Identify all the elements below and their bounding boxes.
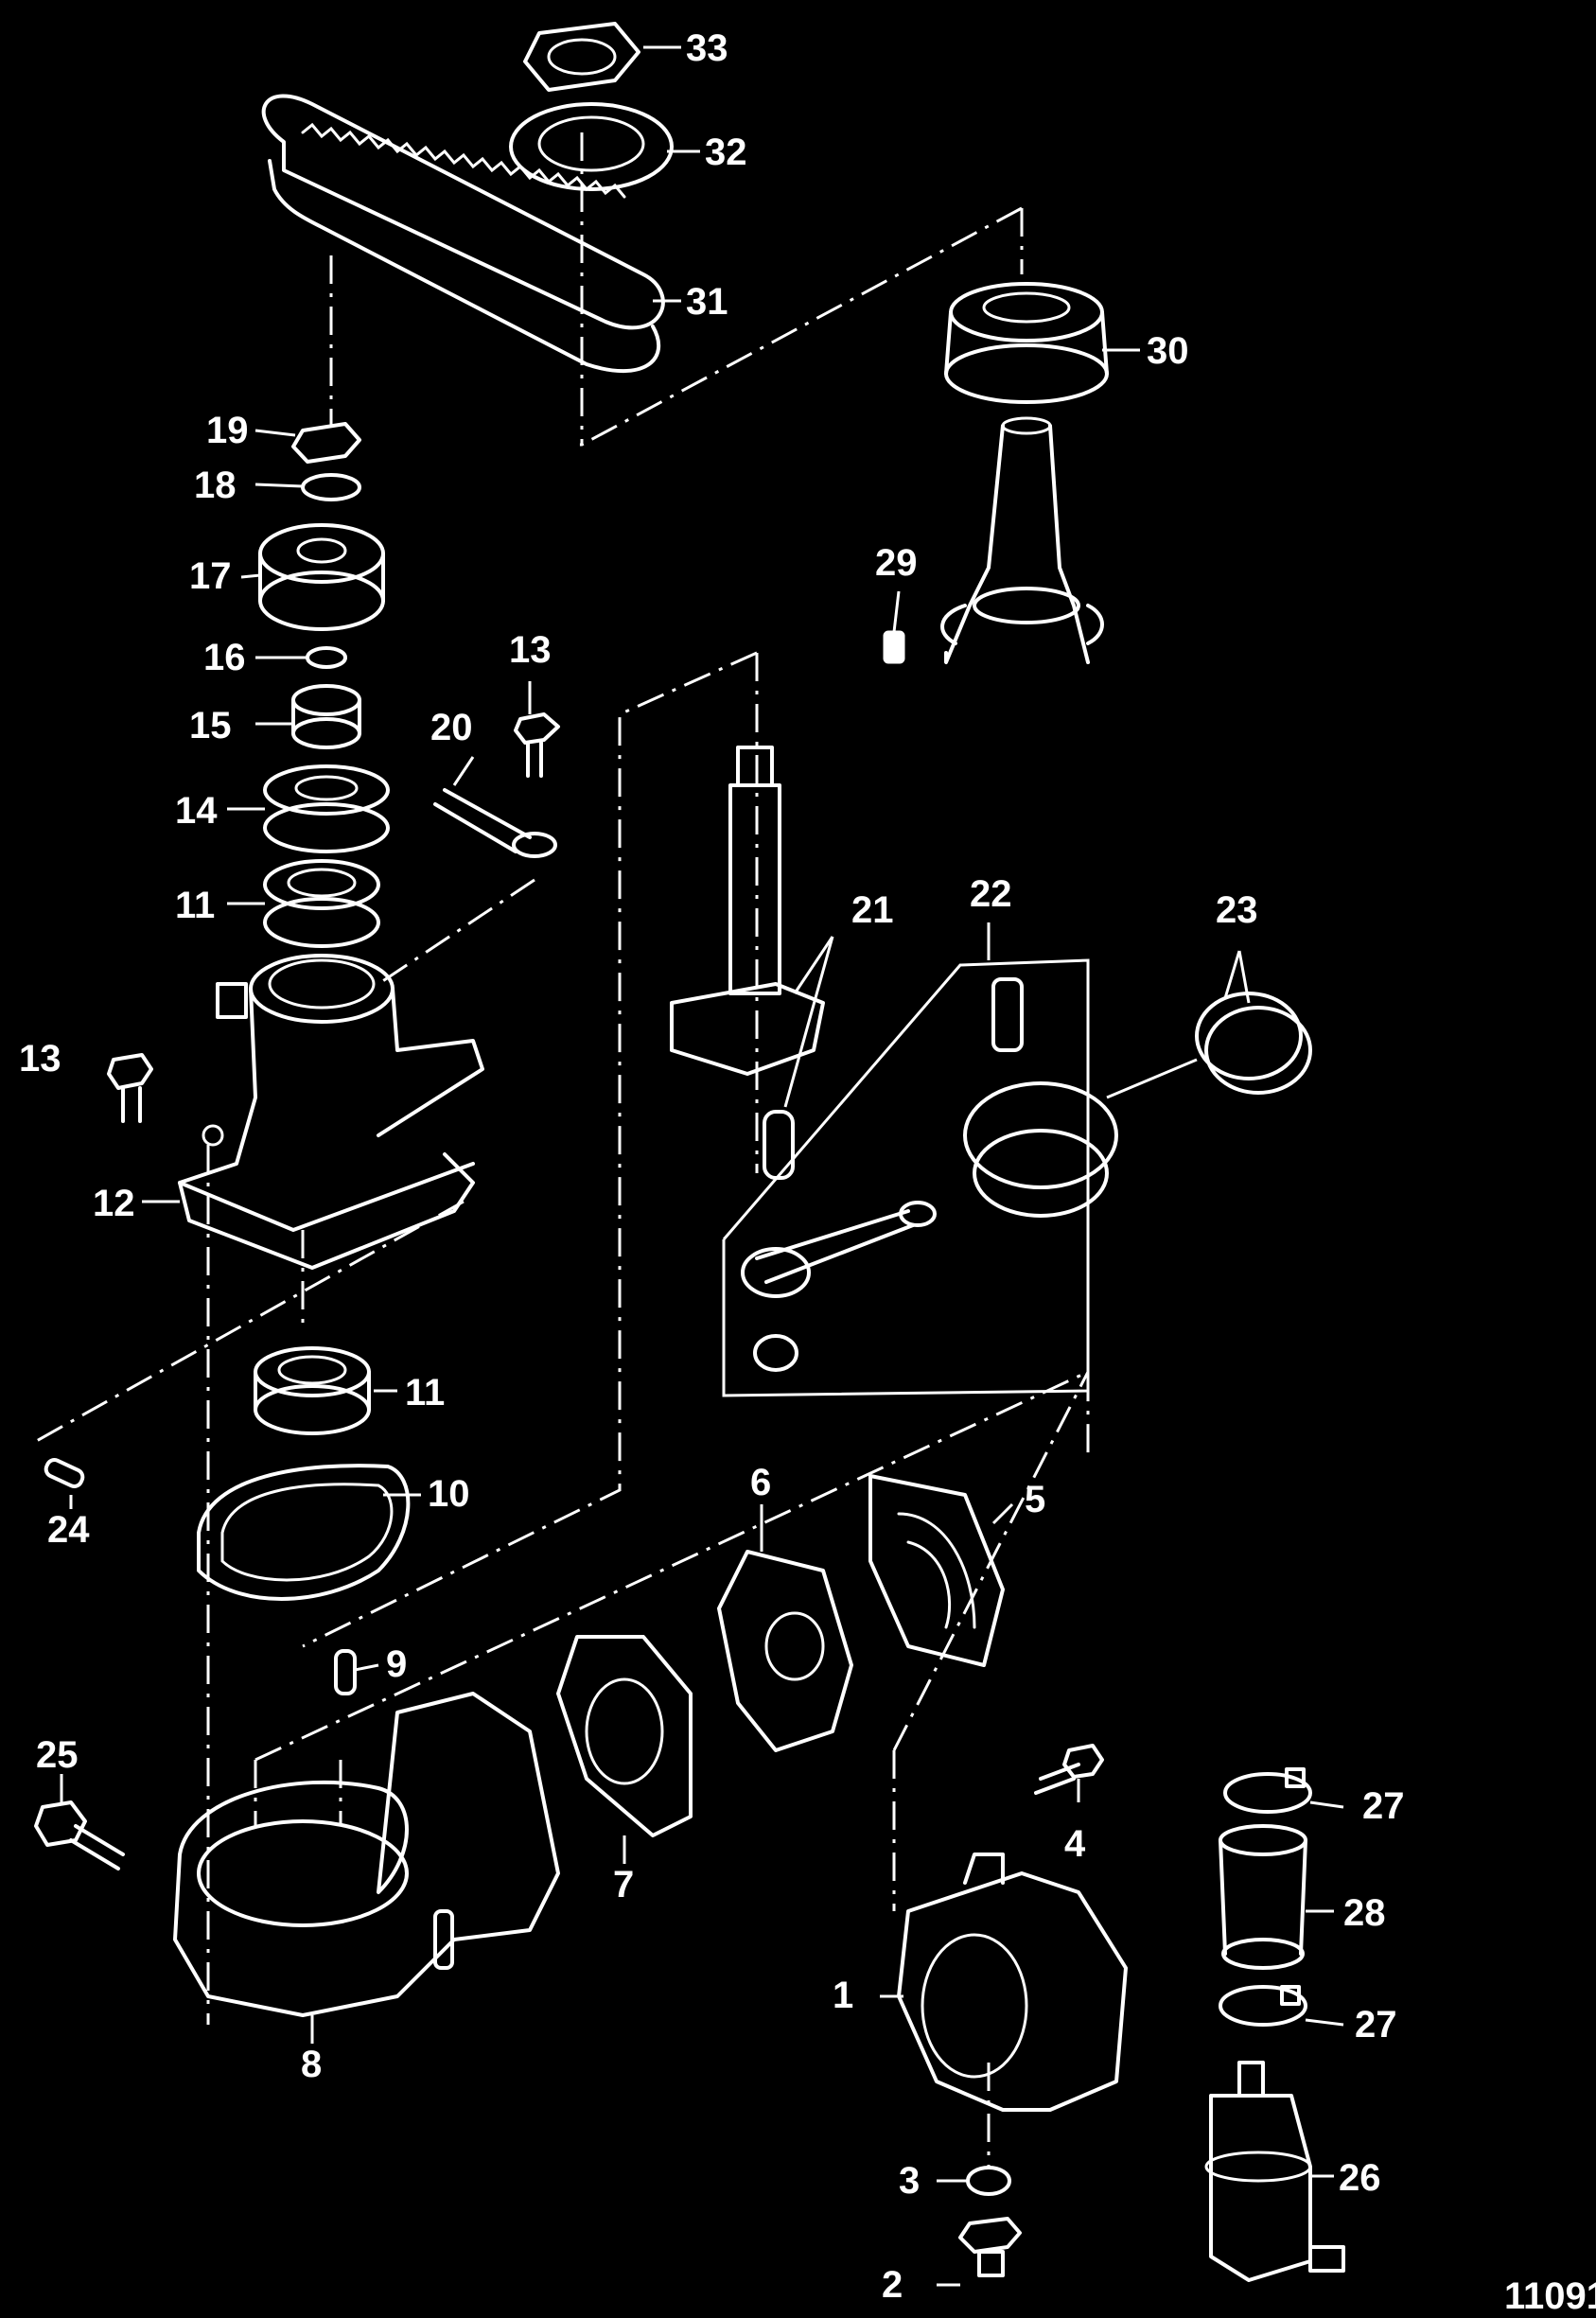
callout-21: 21: [851, 889, 894, 931]
part-4-bolt: [1034, 1744, 1104, 1795]
callout-16: 16: [203, 637, 246, 678]
part-1-pump-body: [897, 1853, 1128, 2112]
part-32-washer: [509, 102, 674, 191]
part-12-housing: [178, 954, 484, 1270]
callout-13-upper: 13: [509, 629, 552, 671]
callout-6: 6: [750, 1462, 771, 1503]
crankshaft-top: [940, 416, 1104, 664]
callout-31: 31: [686, 281, 728, 323]
callout-27-lower: 27: [1355, 2004, 1397, 2046]
part-25-bolt: [34, 1800, 125, 1870]
part-6-reed-plate: [717, 1550, 853, 1752]
callout-19: 19: [206, 410, 249, 451]
callout-10: 10: [428, 1473, 470, 1515]
callout-13-left: 13: [19, 1038, 61, 1080]
callout-12: 12: [93, 1183, 135, 1224]
part-24-dowel: [44, 1458, 85, 1488]
callout-14: 14: [175, 790, 218, 832]
callout-18: 18: [194, 465, 237, 506]
callout-33: 33: [686, 27, 728, 69]
callout-17: 17: [189, 555, 232, 597]
part-27-clamp-lower: [1219, 1985, 1307, 2027]
part-18-washer: [301, 473, 361, 501]
part-17-gear: [258, 523, 385, 631]
part-15-bushing: [291, 684, 361, 749]
callout-30: 30: [1147, 330, 1189, 372]
callout-8: 8: [301, 2044, 322, 2085]
callout-28: 28: [1343, 1892, 1386, 1934]
callout-labels: 33 32 31 30 29 19 18 17 16 15 14 11 13 2…: [19, 27, 1405, 2306]
callout-9: 9: [386, 1643, 407, 1685]
part-27-clamp-upper: [1223, 1767, 1312, 1814]
part-20-strap: [433, 788, 557, 858]
part-10-gasket: [197, 1464, 411, 1601]
callout-1: 1: [833, 1975, 853, 2016]
callout-25: 25: [36, 1734, 79, 1776]
callout-22: 22: [970, 873, 1012, 915]
part-33-nut: [523, 22, 640, 92]
part-9-pin: [334, 1649, 357, 1695]
callout-5: 5: [1025, 1479, 1045, 1520]
part-7-gasket: [556, 1635, 693, 1837]
part-19-nut: [291, 422, 361, 464]
part-2-fitting: [958, 2217, 1022, 2277]
callout-11-lower: 11: [405, 1372, 445, 1414]
callout-15: 15: [189, 705, 232, 746]
part-30-sprocket: [944, 282, 1109, 404]
callout-27-upper: 27: [1362, 1785, 1405, 1827]
part-11-lower-bearing: [254, 1346, 371, 1435]
part-21-crankshaft: [670, 746, 825, 1180]
callout-29: 29: [875, 542, 918, 584]
part-22-rod-assembly: [722, 958, 1118, 1397]
figure-number: 11091: [1504, 2275, 1596, 2313]
leader-lines: [60, 45, 1344, 2287]
callout-2: 2: [882, 2264, 903, 2306]
callout-4: 4: [1064, 1823, 1086, 1865]
part-3-washer: [966, 2166, 1011, 2196]
part-16-ring: [306, 646, 347, 669]
part-31-belt: [261, 94, 665, 374]
callout-11-upper: 11: [175, 885, 215, 926]
callout-32: 32: [705, 132, 747, 173]
part-14-seal: [263, 764, 390, 853]
part-5-gasket: [868, 1474, 1005, 1667]
callout-26: 26: [1339, 2157, 1381, 2199]
callout-23: 23: [1216, 889, 1258, 931]
part-26-filter: [1204, 2061, 1345, 2282]
assembly-lines: [32, 132, 1090, 2167]
part-28-hose: [1219, 1824, 1307, 1970]
part-23-piston-rings: [1195, 992, 1312, 1095]
part-29-key: [883, 630, 905, 664]
callout-24: 24: [47, 1509, 90, 1551]
part-13-bolt-upper: [514, 712, 560, 778]
callout-3: 3: [899, 2160, 920, 2202]
callout-20: 20: [430, 707, 473, 748]
callout-7: 7: [613, 1864, 634, 1905]
part-13-bolt-left: [107, 1053, 153, 1123]
part-8-cylinder: [173, 1692, 560, 2017]
part-11-upper-bearing: [263, 859, 380, 948]
